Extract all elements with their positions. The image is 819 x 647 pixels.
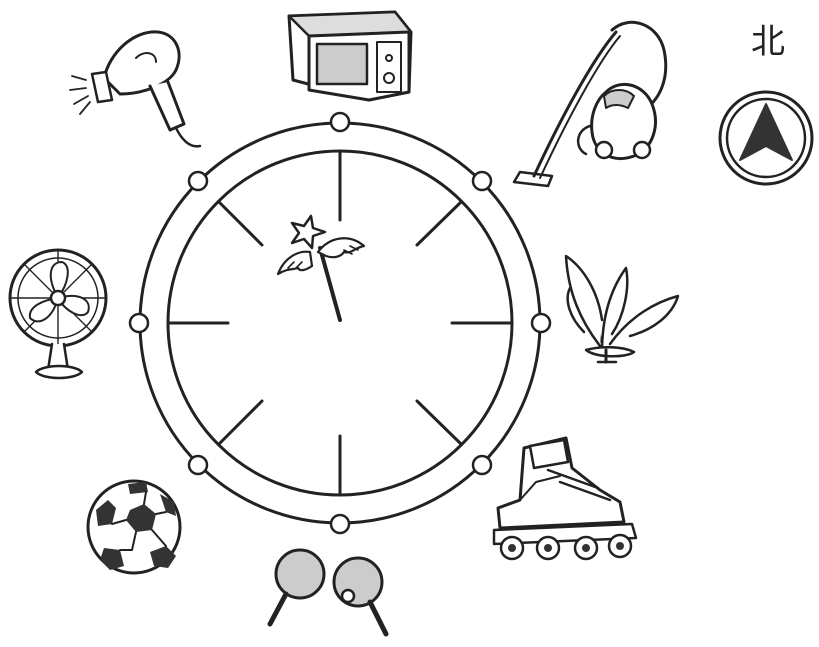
north-arrow-icon: [720, 92, 812, 184]
node-s: [331, 515, 349, 533]
tick-nw: [219, 202, 262, 245]
node-nw: [189, 172, 207, 190]
winged-star-icon: [278, 216, 364, 320]
tick-se: [417, 401, 461, 444]
node-n: [331, 113, 349, 131]
node-e: [532, 314, 550, 332]
electric-fan-icon: [10, 250, 106, 378]
hair-dryer-icon: [70, 32, 200, 146]
ping-pong-paddles-icon: [270, 550, 386, 634]
tick-sw: [219, 401, 262, 444]
dial: [130, 113, 550, 533]
node-w: [130, 314, 148, 332]
roller-skate-icon: [494, 438, 636, 559]
soccer-ball-icon: [88, 481, 180, 573]
vacuum-cleaner-icon: [514, 22, 666, 186]
node-se: [473, 456, 491, 474]
dial-ticks: [168, 151, 512, 495]
plant-icon: [566, 256, 678, 362]
node-sw: [189, 456, 207, 474]
node-ne: [473, 172, 491, 190]
tick-ne: [417, 202, 461, 245]
microwave-icon: [289, 12, 411, 100]
